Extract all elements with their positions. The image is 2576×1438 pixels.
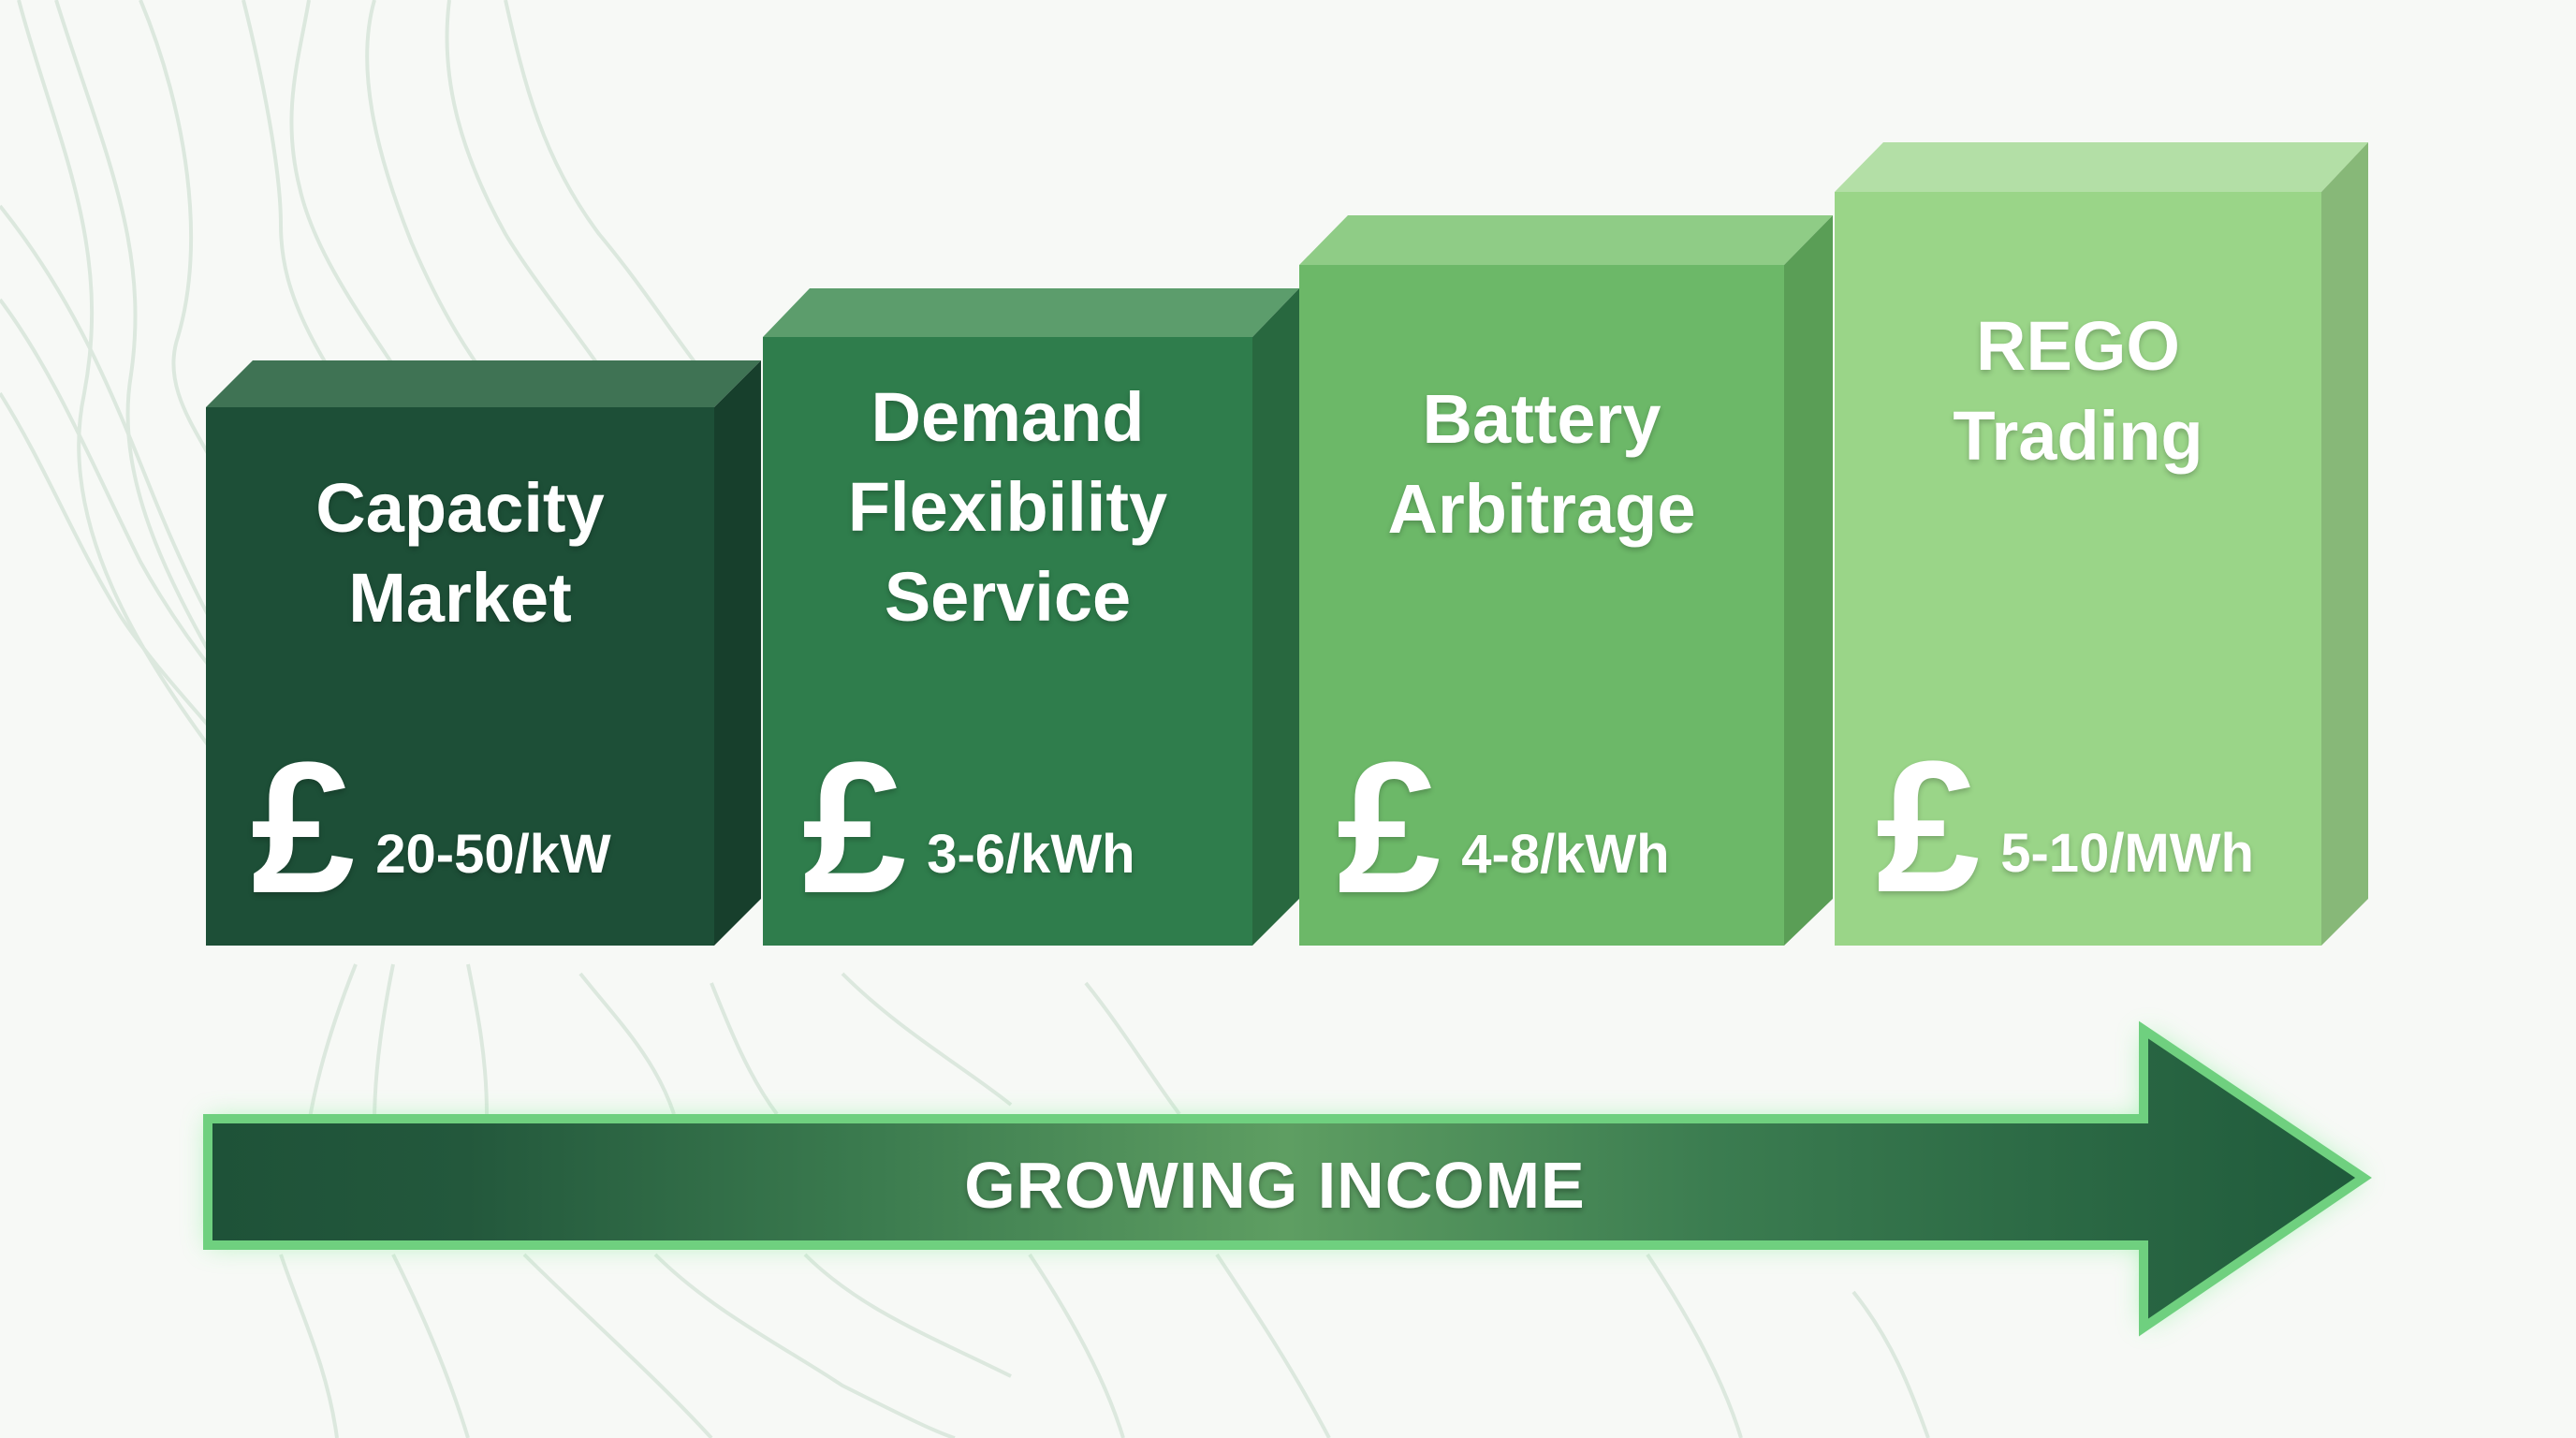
box-3d-shape bbox=[1835, 142, 2368, 946]
income-box-capacity-market: Capacity Market £ 20-50/kW bbox=[206, 360, 768, 950]
income-box-battery-arbitrage: Battery Arbitrage £ 4-8/kWh bbox=[1299, 215, 1837, 955]
price-value: 3-6/kWh bbox=[927, 824, 1135, 885]
box-title: REGO Trading bbox=[1953, 307, 2203, 475]
box-3d-shape bbox=[763, 288, 1299, 946]
pound-icon: £ bbox=[1876, 723, 1981, 932]
pound-icon: £ bbox=[1337, 724, 1442, 932]
income-box-rego-trading: REGO Trading £ 5-10/MWh bbox=[1835, 142, 2373, 955]
price-row: £ 5-10/MWh bbox=[1876, 723, 2254, 932]
income-box-demand-flexibility-service: Demand Flexibility Service £ 3-6/kWh bbox=[763, 288, 1306, 953]
box-title: Battery Arbitrage bbox=[1387, 380, 1696, 548]
growing-income-arrow-icon bbox=[203, 1020, 2372, 1337]
price-value: 20-50/kW bbox=[375, 824, 611, 885]
box-3d-shape bbox=[206, 360, 761, 946]
price-row: £ 20-50/kW bbox=[251, 724, 611, 932]
price-row: £ 3-6/kWh bbox=[802, 724, 1135, 932]
price-row: £ 4-8/kWh bbox=[1337, 724, 1670, 932]
box-3d-shape bbox=[1299, 215, 1833, 946]
arrow-label: GROWING INCOME bbox=[964, 1149, 1586, 1222]
price-value: 5-10/MWh bbox=[2000, 823, 2254, 884]
price-value: 4-8/kWh bbox=[1461, 824, 1670, 885]
box-title: Demand Flexibility Service bbox=[847, 378, 1168, 636]
box-title: Capacity Market bbox=[315, 469, 605, 637]
pound-icon: £ bbox=[251, 724, 356, 932]
pound-icon: £ bbox=[802, 724, 907, 932]
